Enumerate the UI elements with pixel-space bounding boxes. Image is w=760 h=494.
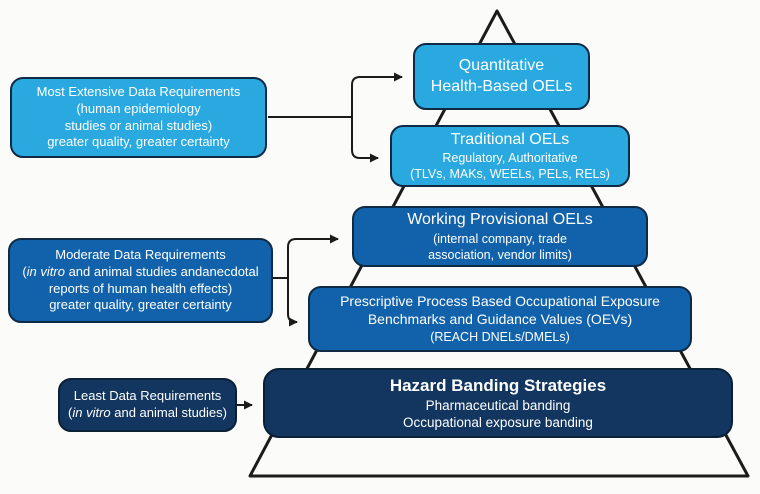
annotation-line: greater quality, greater certainty: [47, 134, 230, 150]
annotation-line: studies or animal studies): [64, 117, 213, 133]
level-line: Benchmarks and Guidance Values (OEVs): [367, 311, 633, 327]
level-line: Prescriptive Process Based Occupational …: [340, 293, 660, 310]
annotation-line: Least Data Requirements: [73, 388, 222, 404]
pyramid-level-traditional-oels: Traditional OELs Regulatory, Authoritati…: [390, 125, 630, 187]
connector-moderate: [273, 234, 339, 327]
level-title: Health-Based OELs: [430, 77, 573, 95]
pyramid-level-quantitative-oels: Quantitative Health-Based OELs: [413, 43, 590, 110]
annotation-least-data: Least Data Requirements (in vitro and an…: [58, 378, 237, 432]
level-subtitle: (TLVs, MAKs, WEELs, PELs, RELs): [410, 167, 610, 182]
annotation-line: (in vitro and animal studies): [68, 405, 227, 420]
annotation-moderate-data: Moderate Data Requirements (in vitro and…: [8, 238, 273, 323]
level-subtitle: Regulatory, Authoritative: [442, 151, 578, 166]
annotation-line: reports of human health effects): [48, 280, 233, 296]
annotation-most-extensive-data: Most Extensive Data Requirements (human …: [10, 77, 267, 158]
level-subtitle: association, vendor limits): [428, 247, 572, 262]
level-title: Hazard Banding Strategies: [389, 375, 607, 395]
level-line: (REACH DNELs/DMELs): [430, 329, 570, 344]
level-subtitle: Occupational exposure banding: [403, 414, 593, 430]
connector-most-extensive: [268, 72, 403, 163]
level-subtitle: (internal company, trade: [433, 231, 567, 246]
annotation-line: (human epidemiology: [76, 100, 201, 116]
annotation-line: Most Extensive Data Requirements: [36, 84, 241, 100]
level-title: Working Provisional OELs: [407, 211, 593, 229]
annotation-line: greater quality, greater certainty: [49, 297, 232, 313]
level-subtitle: Pharmaceutical banding: [425, 397, 571, 413]
annotation-line: (in vitro and animal studies andanecdota…: [22, 263, 259, 279]
level-title: Quantitative: [458, 57, 545, 75]
level-title: Traditional OELs: [450, 130, 570, 148]
annotation-line: Moderate Data Requirements: [55, 247, 226, 263]
pyramid-level-hazard-banding: Hazard Banding Strategies Pharmaceutical…: [263, 368, 733, 438]
pyramid-level-working-provisional-oels: Working Provisional OELs (internal compa…: [352, 206, 648, 267]
pyramid-level-prescriptive-oevs: Prescriptive Process Based Occupational …: [308, 286, 692, 352]
